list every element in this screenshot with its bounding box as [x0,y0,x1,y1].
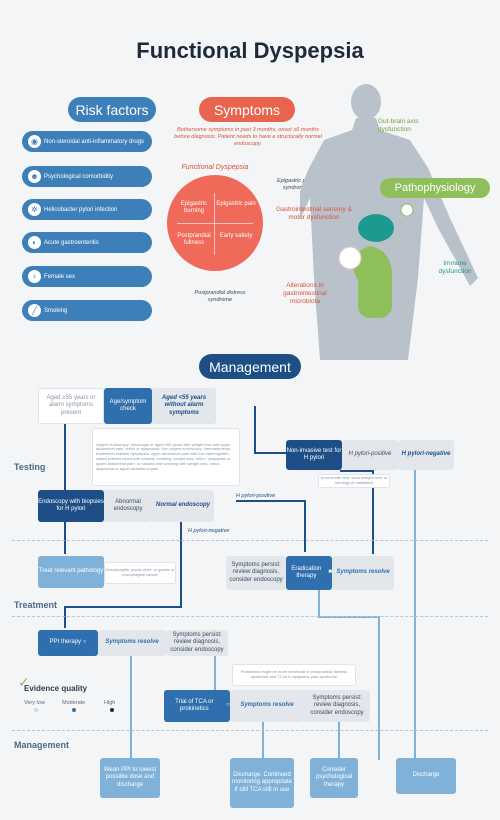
quadrant-satiety: Early satiety [219,233,253,239]
symptoms-circle: Epigastric burning Epigastric pain Postp… [167,175,263,271]
connector [338,720,340,760]
connector [64,606,182,608]
connector [318,590,320,618]
circle-title: Functional Dyspepsia [181,164,249,171]
risk-factor-gastro: ◐Acute gastroenteritis [22,232,152,253]
risk-factor-female: ♀Female sex [22,266,152,287]
eradication-resolve-box: Symptoms resolve [332,556,394,590]
evidence-heading: Evidence quality [24,684,88,693]
noninvasive-test-box: Non-invasive test for H pylori [286,440,342,470]
postprandial-syndrome-label: Postprandial distress syndrome [194,290,246,303]
age-check-box: Age/symptom check [104,388,152,424]
connector [372,470,374,554]
connector [236,500,306,502]
divider [12,730,488,731]
evidence-circle-icon: ○ [82,639,87,646]
risk-factor-hpylori: ✲Helicobacter pylori infection [22,199,152,220]
evidence-high: High [104,700,116,706]
connector [180,520,182,608]
endoscopy-box: Endoscopy with biopsies for H pylori [38,490,104,522]
risk-factor-nsaids: ◉Non-steroidal anti-inflammatory drugs [22,131,152,152]
tca-box: Trial of TCA or prokinetics ○ [164,690,230,722]
hp-negative-box: H pylori-negative [398,440,454,470]
ppi-persist-box: Symptoms persist: review diagnosis, cons… [166,630,228,656]
epigastric-syndrome-label: Epigastric pain syndrome [276,178,314,191]
evidence-moderate: Moderate [62,700,86,706]
symptoms-heading: Symptoms [199,97,295,122]
pathology-note: Oesophagitis, peptic ulcer, or gastric o… [104,562,176,584]
symptoms-note: Bothersome symptoms in past 3 months, on… [174,127,322,147]
evidence-moderate-icon [72,708,76,712]
risk-factors-heading: Risk factors [68,97,156,122]
risk-factor-smoking: ╱Smoking [22,300,152,321]
tca-resolve-box: Symptoms resolve [230,690,304,722]
stomach-icon: ◐ [28,236,41,249]
evidence-very-low: Very low [24,700,45,706]
connector [214,640,216,690]
treat-pathology-box: Treat relevant pathology [38,556,104,588]
quadrant-fullness: Postprandial fullness [177,233,211,247]
pathophysiology-heading: Pathophysiology [380,178,490,198]
connector [254,452,288,454]
age-alarm-box: Aged ≥55 years or alarm symptoms present [38,388,104,424]
connector [64,522,66,554]
quadrant-burning: Epigastric burning [180,201,208,215]
evidence-high-icon [110,708,114,712]
connector [414,470,416,760]
normal-endoscopy-box: Normal endoscopy [152,490,214,522]
eradication-box: Eradication therapy ■ [286,556,332,590]
age-under-box: Aged <55 years without alarm symptoms [152,388,216,424]
sensory-motor-label: Gastrointestinal sensory & motor dysfunc… [276,206,352,222]
connector [130,640,132,760]
microbiota-label: Alterations in gastrointestinal microbio… [283,282,327,306]
quadrant-pain: Epigastric pain [216,201,256,207]
body-silhouette [300,84,478,360]
ppi-therapy-box: PPI therapy ○ [38,630,98,656]
evidence-very-low-icon [34,708,38,712]
ppi-resolve-box: Symptoms resolve [98,630,166,656]
management-heading: Management [199,354,301,379]
connector [254,406,256,454]
connector [304,500,306,552]
tca-note: Prokinetics might be more beneficial in … [232,664,356,686]
discharge-tca-box: Discharge. Continued monitoring appropri… [230,758,294,808]
immune-label: Immune dysfunction [438,260,472,276]
connector [340,470,374,472]
wean-ppi-box: Wean PPI to lowest possible dose and dis… [100,758,160,798]
abnormal-endoscopy-box: Abnormal endoscopy [104,490,152,522]
hp-positive-box: H pylori-positive [342,440,398,470]
female-icon: ♀ [28,270,41,283]
hp-positive-arrow-label: H pylori-positive [236,493,276,499]
head-icon: ☻ [28,170,41,183]
hp-negative-arrow-label: H pylori-negative [188,528,230,534]
section-management: Management [14,740,70,750]
psych-therapy-box: Consider psychological therapy [310,758,358,798]
section-treatment: Treatment [14,600,58,610]
gut-brain-label: Gut-brain axis dysfunction [378,118,419,134]
bacteria-icon: ✲ [28,203,41,216]
connector [318,616,380,618]
checkmark-icon: ✓ [18,674,30,690]
risk-factor-psych: ☻Psychological comorbidity [22,166,152,187]
connector [64,606,66,628]
page-title: Functional Dyspepsia [136,38,364,63]
persist-review-box: Symptoms persist: review diagnosis, cons… [226,556,286,590]
tca-persist-box: Symptoms persist: review diagnosis, cons… [304,690,370,722]
connector [262,720,264,760]
connector [378,616,380,760]
connector [64,412,66,490]
evidence-dot-icon: ■ [328,569,332,576]
divider [12,540,488,541]
urgent-endoscopy-note: Urgent endoscopy: dysphagia or aged ≥55 … [92,428,240,486]
evidence-circle-icon: ○ [226,702,230,709]
section-testing: Testing [14,462,46,472]
divider [12,616,488,617]
pill-icon: ◉ [28,135,41,148]
noninvasive-note: Urea breath test, stool antigen test, or… [318,474,390,488]
discharge-box: Discharge [396,758,456,794]
cigarette-icon: ╱ [28,304,41,317]
